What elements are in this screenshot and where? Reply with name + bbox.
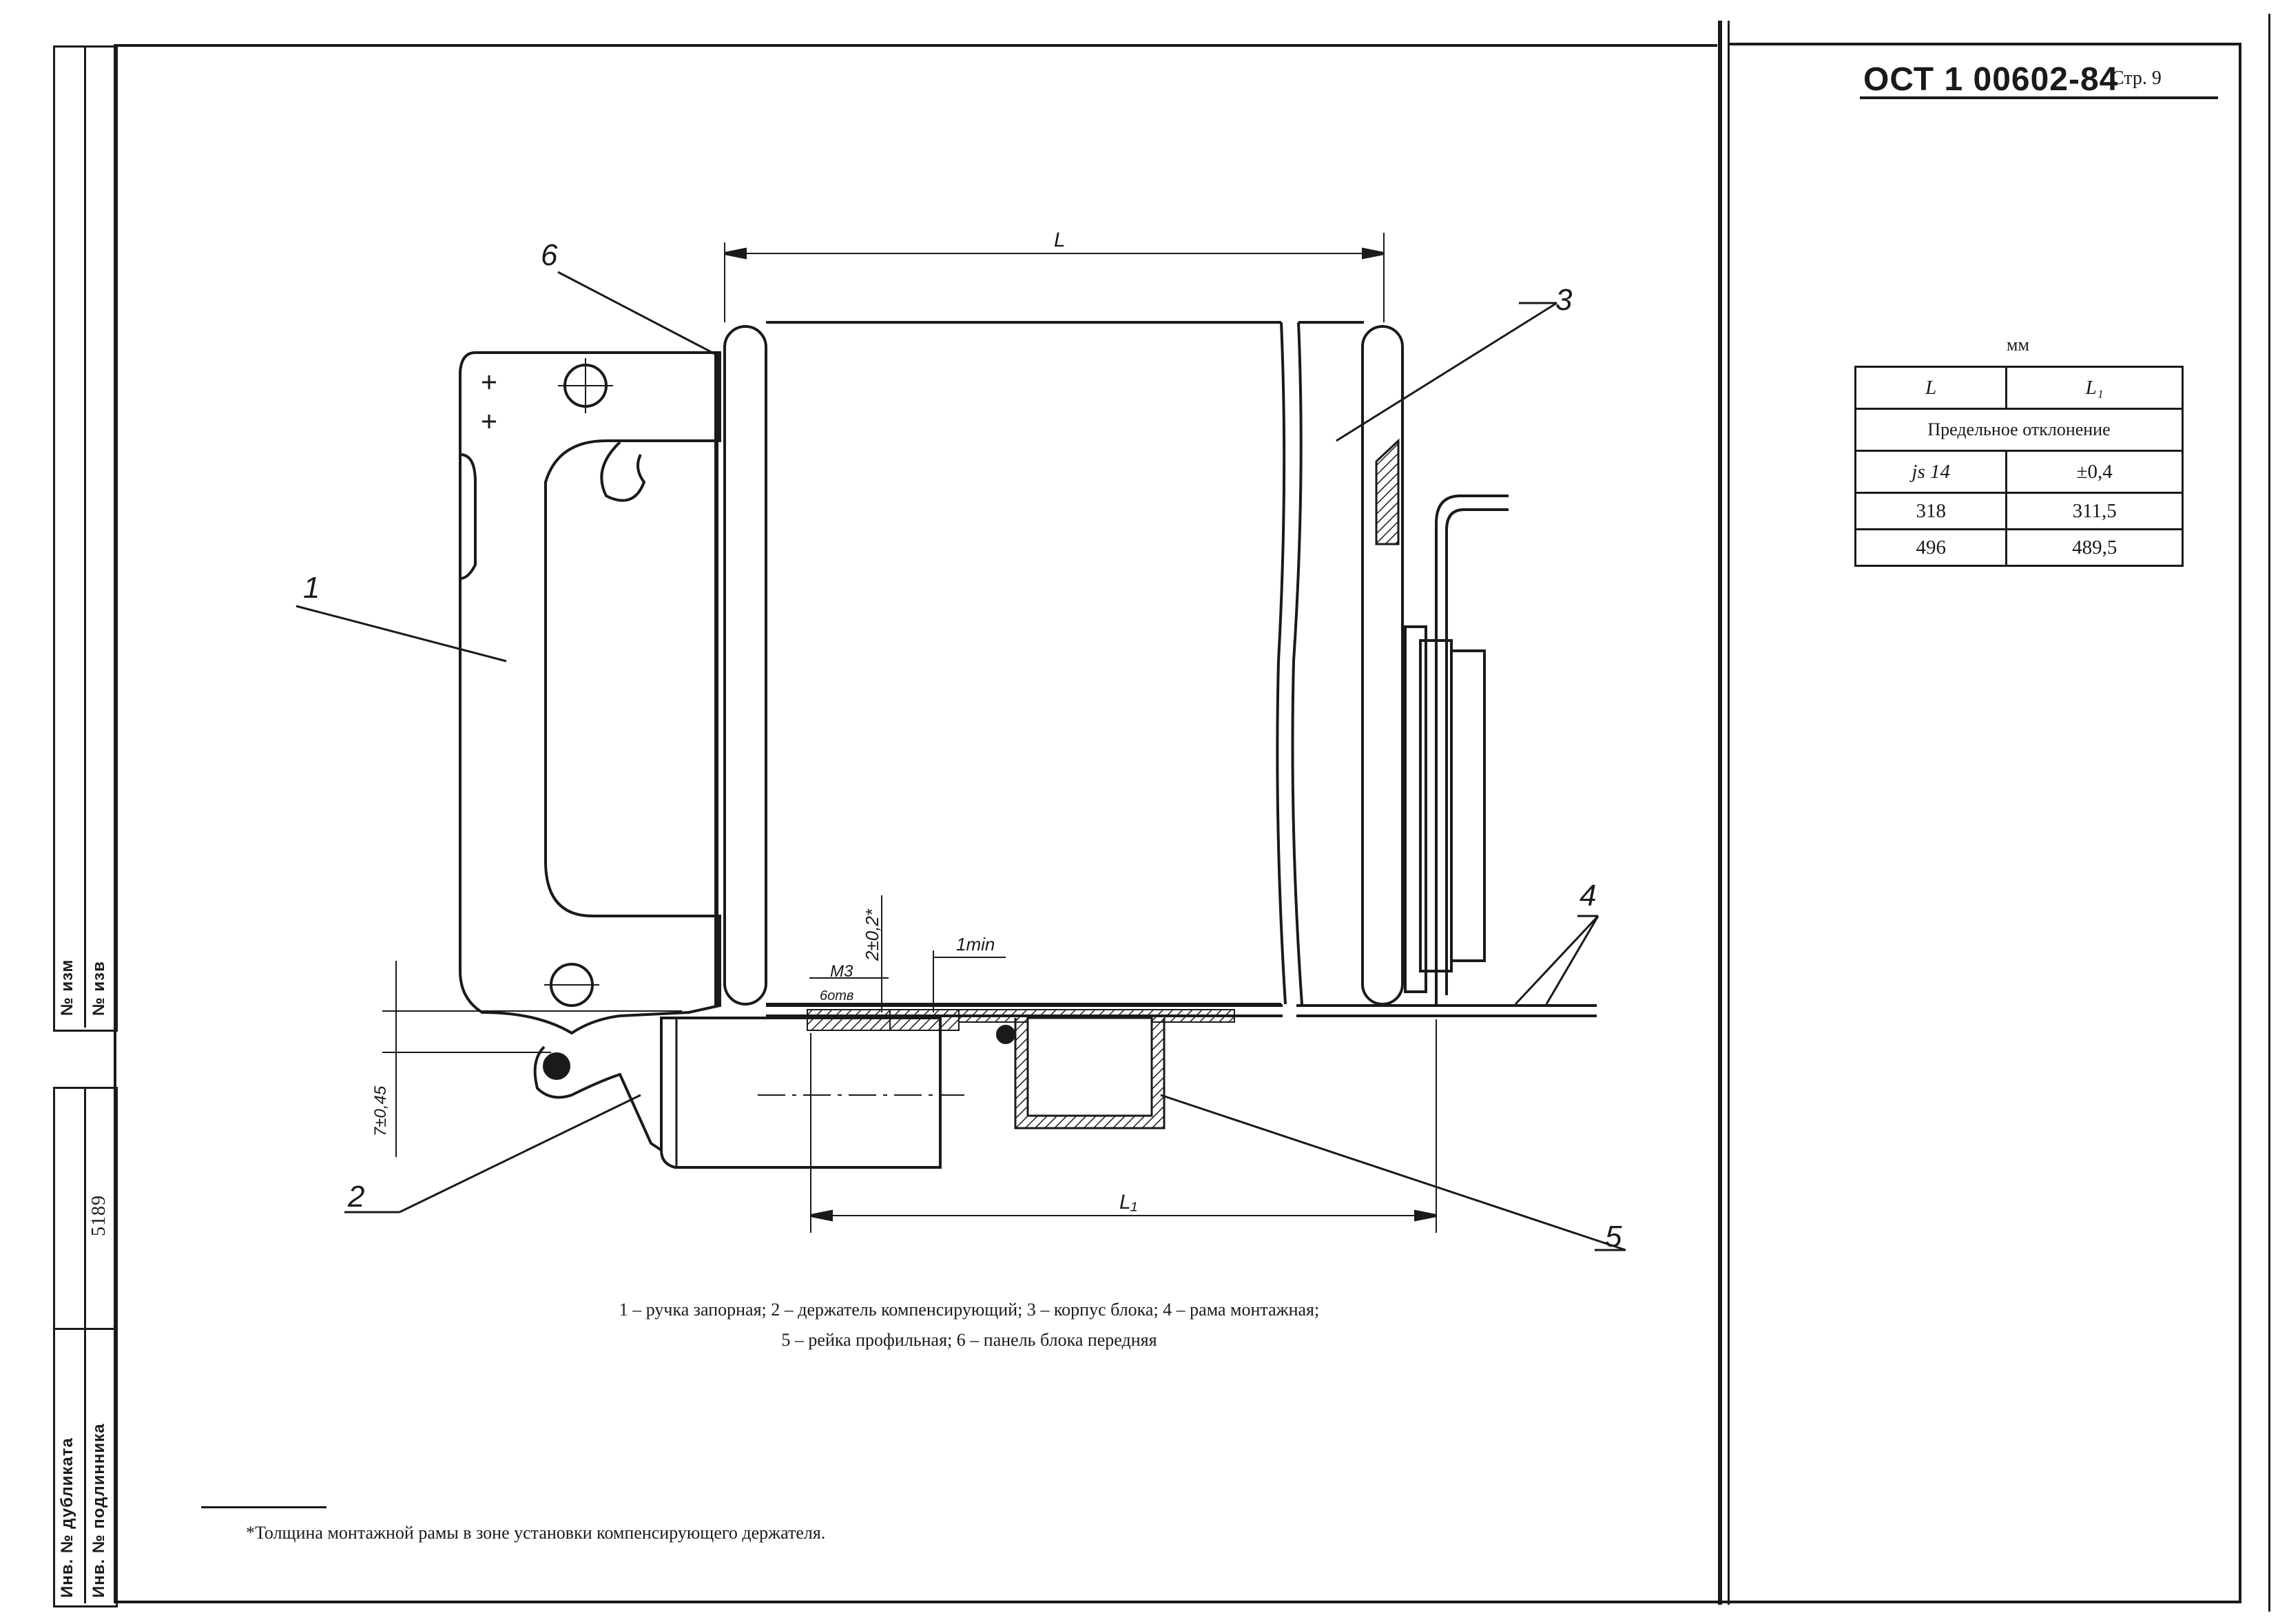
side-stamp-split-upper xyxy=(84,45,86,1028)
standard-code: ОСТ 1 00602-84 xyxy=(1863,61,2119,98)
table-header-row: L L₁ xyxy=(1854,366,2184,410)
callout-1: 1 xyxy=(303,571,320,605)
callout-3: 3 xyxy=(1555,283,1573,317)
table-row: 318 311,5 xyxy=(1854,492,2184,530)
row-L: 496 xyxy=(1854,528,2008,567)
dim-2: 2±0,2* xyxy=(862,908,882,961)
deviation-js: js 14 xyxy=(1854,450,2008,494)
dim-7: 7±0,45 xyxy=(371,1085,390,1136)
frame-divider xyxy=(1718,21,1722,1605)
deviation-label-row: Предельное отклонение xyxy=(1854,408,2184,452)
tolerance-table: L L₁ Предельное отклонение js 14 ±0,4 31… xyxy=(1854,366,2184,567)
callout-2: 2 xyxy=(347,1180,364,1214)
row-L1: 489,5 xyxy=(2005,528,2184,567)
dim-6H: 6отв xyxy=(820,988,853,1003)
parts-legend: 1 – ручка запорная; 2 – держатель компен… xyxy=(501,1295,1438,1355)
frame-right xyxy=(2239,43,2241,1603)
frame-left xyxy=(114,45,116,1603)
row-L: 318 xyxy=(1854,492,2008,530)
frame-divider-2 xyxy=(1728,21,1730,1605)
table-unit: мм xyxy=(2007,335,2029,355)
dim-m3: M3 xyxy=(830,962,853,981)
deviation-row: js 14 ±0,4 xyxy=(1854,450,2184,494)
footnote-rule xyxy=(201,1506,327,1508)
deviation-label: Предельное отклонение xyxy=(1854,408,2184,452)
deviation-value: ±0,4 xyxy=(2005,450,2184,494)
header-L1: L₁ xyxy=(2005,366,2184,410)
header-L: L xyxy=(1854,366,2008,410)
title-rule xyxy=(1860,96,2218,99)
row-L1: 311,5 xyxy=(2005,492,2184,530)
page-number: Стр. 9 xyxy=(2111,67,2162,89)
frame-top xyxy=(114,44,1717,47)
dim-L: L xyxy=(1054,229,1066,251)
footnote: *Толщина монтажной рамы в зоне установки… xyxy=(246,1523,826,1543)
dim-L1: L₁ xyxy=(1119,1191,1137,1214)
side-stamp-sep xyxy=(53,1328,114,1330)
side-stamp-split-lower xyxy=(84,1087,86,1603)
callout-4: 4 xyxy=(1579,879,1596,913)
callout-5: 5 xyxy=(1605,1220,1622,1253)
legend-line-1: 1 – ручка запорная; 2 – держатель компен… xyxy=(619,1300,1320,1320)
dim-1min: 1min xyxy=(956,934,995,955)
frame-bottom xyxy=(114,1601,2239,1603)
frame-right-top xyxy=(1729,43,2241,45)
callout-6: 6 xyxy=(541,238,558,272)
frame-outer-right xyxy=(2268,14,2270,1612)
table-row: 496 489,5 xyxy=(1854,528,2184,567)
legend-line-2: 5 – рейка профильная; 6 – панель блока п… xyxy=(781,1330,1157,1350)
